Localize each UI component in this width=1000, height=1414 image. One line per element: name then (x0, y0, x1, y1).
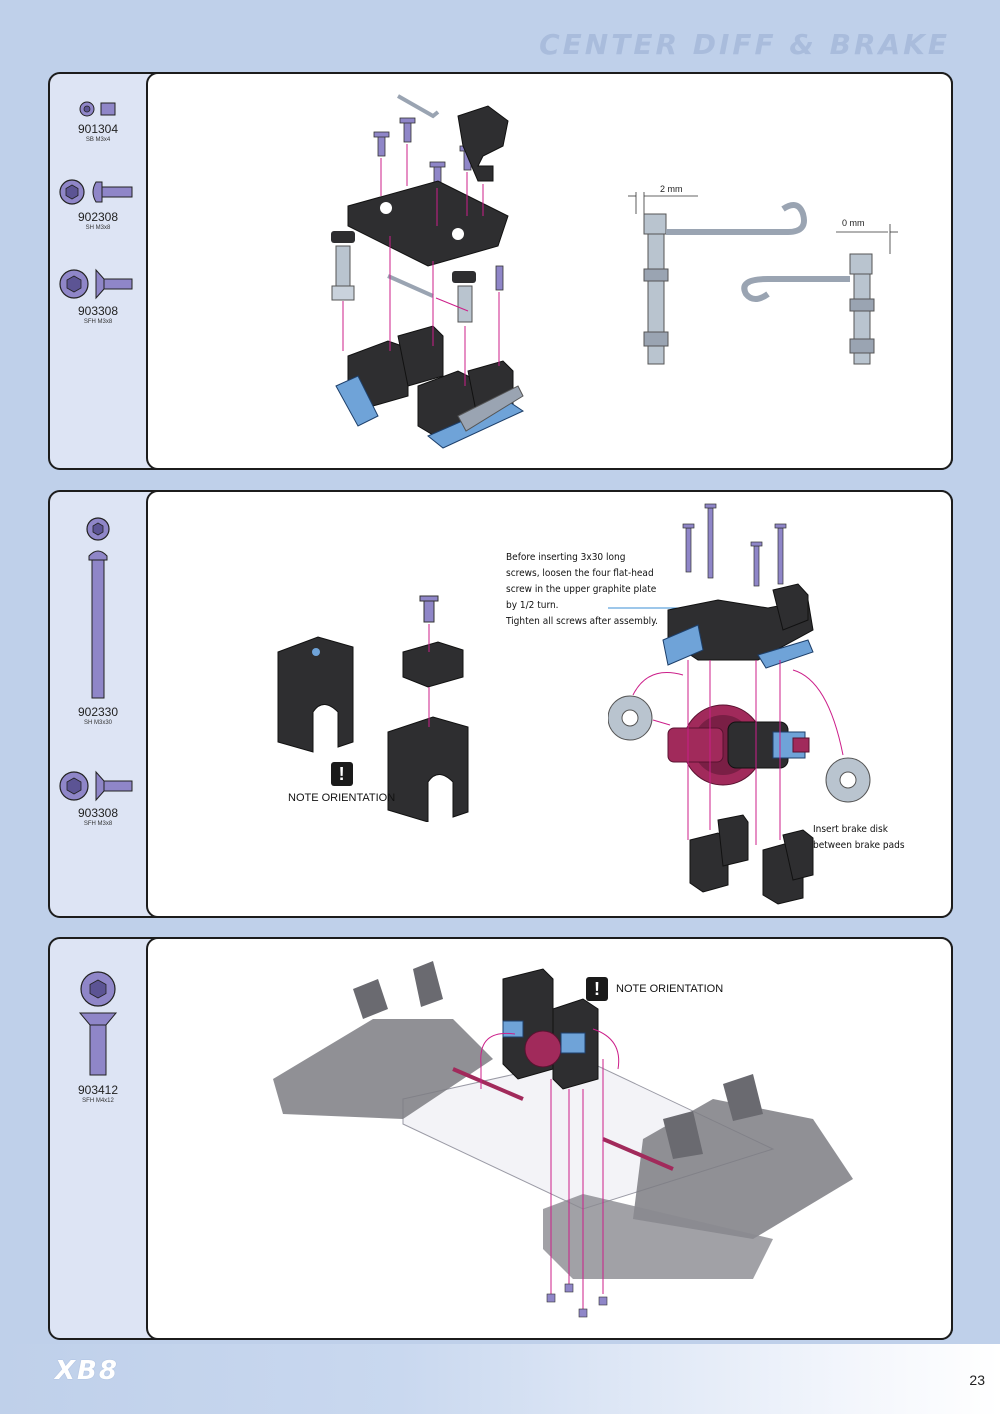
pin-adjustment-diagram: 2 mm 0 mm (628, 184, 898, 365)
part-903308: 903308 SFH M3x8 (50, 268, 146, 325)
footer: XB8 23 (0, 1344, 1000, 1414)
step-2-illustration-panel: ! NOTE ORIENTATION Before inserting 3x30… (146, 490, 953, 918)
part-903412: 903412 SFH M4x12 (50, 969, 146, 1104)
flat-head-screw-icon (59, 770, 133, 802)
step-3-illustration-panel: ! NOTE ORIENTATION (146, 937, 953, 1340)
part-spec: SFH M4x12 (82, 1098, 114, 1104)
warning-label: NOTE ORIENTATION (616, 983, 724, 995)
dimension-2mm: 2 mm (660, 184, 683, 194)
part-902308: 902308 SH M3x8 (50, 178, 146, 231)
part-code: 903308 (77, 806, 119, 820)
part-code: 902308 (77, 210, 119, 224)
part-code: 901304 (77, 122, 119, 136)
note-orientation-warning: ! NOTE ORIENTATION (288, 762, 395, 804)
center-diff-exploded-view (608, 503, 871, 905)
step-1-illustration-panel: 2 mm 0 mm (146, 72, 953, 470)
brand-logo: XB8 (55, 1356, 119, 1386)
instruction-line: between brake pads (813, 840, 905, 851)
page-title: CENTER DIFF & BRAKE (539, 28, 950, 61)
step-1: 901304 SB M3x4 902308 SH M3x8 903308 SFH… (48, 72, 953, 470)
warning-label: NOTE ORIENTATION (288, 792, 396, 804)
brake-mount-exploded-view (331, 94, 525, 449)
parts-sidebar: 902330 SH M3x30 903308 SFH M3x8 (50, 492, 148, 916)
set-screw-icon (79, 101, 116, 117)
flat-head-screw-icon (59, 268, 133, 300)
instruction-line: screws, loosen the four flat-head (506, 568, 654, 579)
part-code: 903308 (77, 304, 119, 318)
long-screw-icon (86, 517, 110, 699)
instruction-line: Insert brake disk (813, 824, 888, 835)
part-spec: SH M3x30 (83, 720, 112, 726)
part-code: 902330 (77, 705, 119, 719)
long-screw-instruction: Before inserting 3x30 long screws, loose… (506, 550, 658, 630)
flat-head-screw-icon (78, 971, 118, 1076)
instruction-line: Before inserting 3x30 long (506, 552, 626, 563)
diff-mount-orientation-view (277, 595, 469, 822)
dimension-0mm: 0 mm (842, 218, 865, 228)
part-spec: SFH M3x8 (83, 821, 113, 827)
brake-disk-instruction: Insert brake disk between brake pads (813, 822, 905, 854)
parts-sidebar: 903412 SFH M4x12 (50, 939, 148, 1338)
instruction-line: screw in the upper graphite plate (506, 584, 657, 595)
step-2: 902330 SH M3x30 903308 SFH M3x8 ! (48, 490, 953, 918)
part-901304: 901304 SB M3x4 (50, 100, 146, 143)
part-903308: 903308 SFH M3x8 (50, 770, 146, 827)
note-orientation-warning: ! NOTE ORIENTATION (586, 977, 723, 1001)
instruction-line: Tighten all screws after assembly. (506, 616, 658, 627)
part-902330: 902330 SH M3x30 (50, 516, 146, 726)
part-spec: SB M3x4 (85, 137, 111, 143)
part-spec: SH M3x8 (85, 225, 111, 231)
parts-sidebar: 901304 SB M3x4 902308 SH M3x8 903308 SFH… (50, 74, 148, 468)
part-code: 903412 (77, 1083, 119, 1097)
step-3: 903412 SFH M4x12 (48, 937, 953, 1340)
part-spec: SFH M3x8 (83, 319, 113, 325)
button-head-screw-icon (59, 179, 133, 205)
chassis-installation-view (273, 961, 853, 1318)
page-number: 23 (969, 1372, 985, 1388)
instruction-line: by 1/2 turn. (506, 600, 559, 611)
warning-icon: ! (330, 762, 353, 786)
warning-icon: ! (586, 977, 608, 1001)
